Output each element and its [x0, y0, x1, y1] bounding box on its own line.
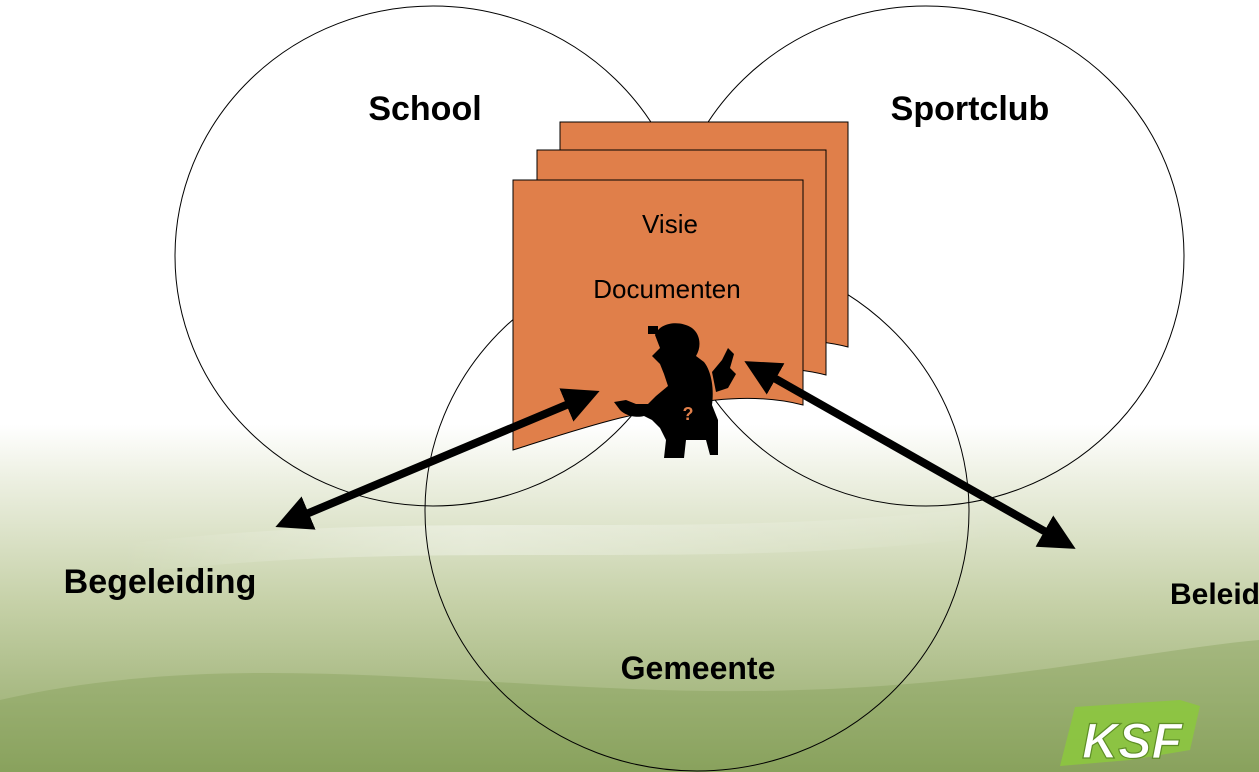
ksf-logo: KSF: [1060, 700, 1200, 770]
school-label: School: [368, 90, 481, 128]
svg-text:?: ?: [683, 404, 694, 424]
begeleiding-arrow: [275, 388, 600, 530]
beleid-arrow: [744, 361, 1076, 549]
background-wave: [0, 640, 1259, 772]
gemeente-label: Gemeente: [621, 650, 776, 686]
begeleiding-label: Begeleiding: [64, 563, 257, 601]
sportclub-label: Sportclub: [891, 90, 1050, 128]
documents-title-line1: Visie: [642, 209, 698, 239]
svg-text:KSF: KSF: [1082, 713, 1183, 769]
confused-person-icon: ?: [614, 323, 736, 458]
documents-stack: [512, 121, 849, 451]
documents-title-line2: Documenten: [593, 274, 740, 304]
beleid-label: Beleid: [1170, 578, 1259, 611]
